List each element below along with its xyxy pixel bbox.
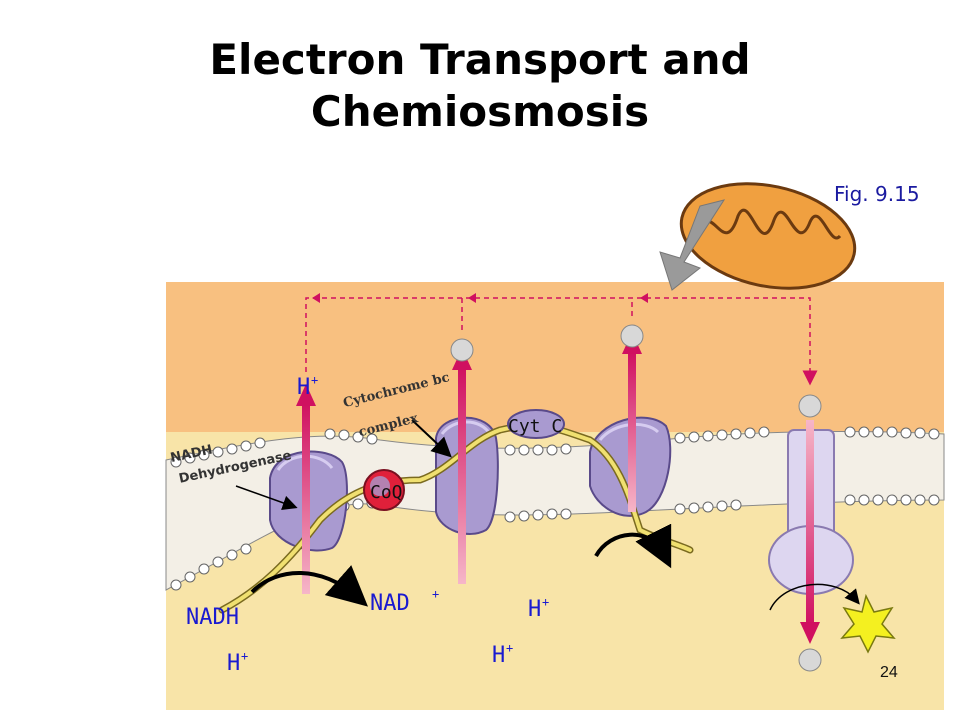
coq-label: CoQ	[370, 482, 403, 503]
intermembrane-space	[166, 282, 944, 432]
cyt-c-carrier	[507, 409, 565, 439]
h-plus-text: H	[297, 375, 310, 400]
nadh-dehydrogenase-pointer	[235, 485, 298, 511]
nad-plus-label: NAD +	[370, 587, 439, 616]
cytochrome-pointer	[411, 419, 452, 458]
zoom-arrow-icon	[659, 199, 726, 291]
h-plus-sup: +	[542, 595, 549, 609]
h-plus-label-matrix-2: H +	[528, 595, 549, 622]
atp-synthase-reaction-arrow	[769, 583, 860, 611]
h-plus-label-matrix-1: H +	[227, 649, 248, 676]
nad-plus-text: NAD	[370, 591, 410, 616]
proton-circulation-paths	[305, 297, 818, 386]
nad-plus-sup: +	[432, 587, 439, 601]
dashed-arrow-tips	[312, 293, 648, 303]
title-line-2: Chemiosmosis	[310, 87, 650, 136]
atp-burst-icon	[840, 593, 896, 654]
h-plus-label-intermembrane: H +	[297, 373, 318, 400]
lipid-heads-top	[170, 426, 940, 468]
h-plus-text: H	[227, 651, 240, 676]
figure-label: Fig. 9.15	[834, 182, 920, 206]
title-line-1: Electron Transport and	[209, 35, 751, 84]
page-number: 24	[880, 664, 898, 681]
mitochondrion-icon	[679, 182, 857, 290]
page-title: Electron Transport and Chemiosmosis	[0, 34, 960, 138]
h-plus-text: H	[492, 643, 505, 668]
nadh-to-nad-arrow	[250, 565, 369, 607]
h-plus-label-matrix-3: H +	[492, 641, 513, 668]
h-plus-sup: +	[311, 373, 318, 387]
h-plus-sup: +	[506, 641, 513, 655]
h-plus-text: H	[528, 597, 541, 622]
cyt-c-label: Cyt C	[508, 416, 562, 437]
complex-iv-reaction-arrow	[594, 523, 672, 569]
coq-carrier	[363, 469, 405, 511]
h-plus-sup: +	[241, 649, 248, 663]
nadh-label: NADH	[186, 605, 239, 630]
electron-path-inner	[220, 423, 692, 612]
proton-balls	[450, 324, 822, 672]
